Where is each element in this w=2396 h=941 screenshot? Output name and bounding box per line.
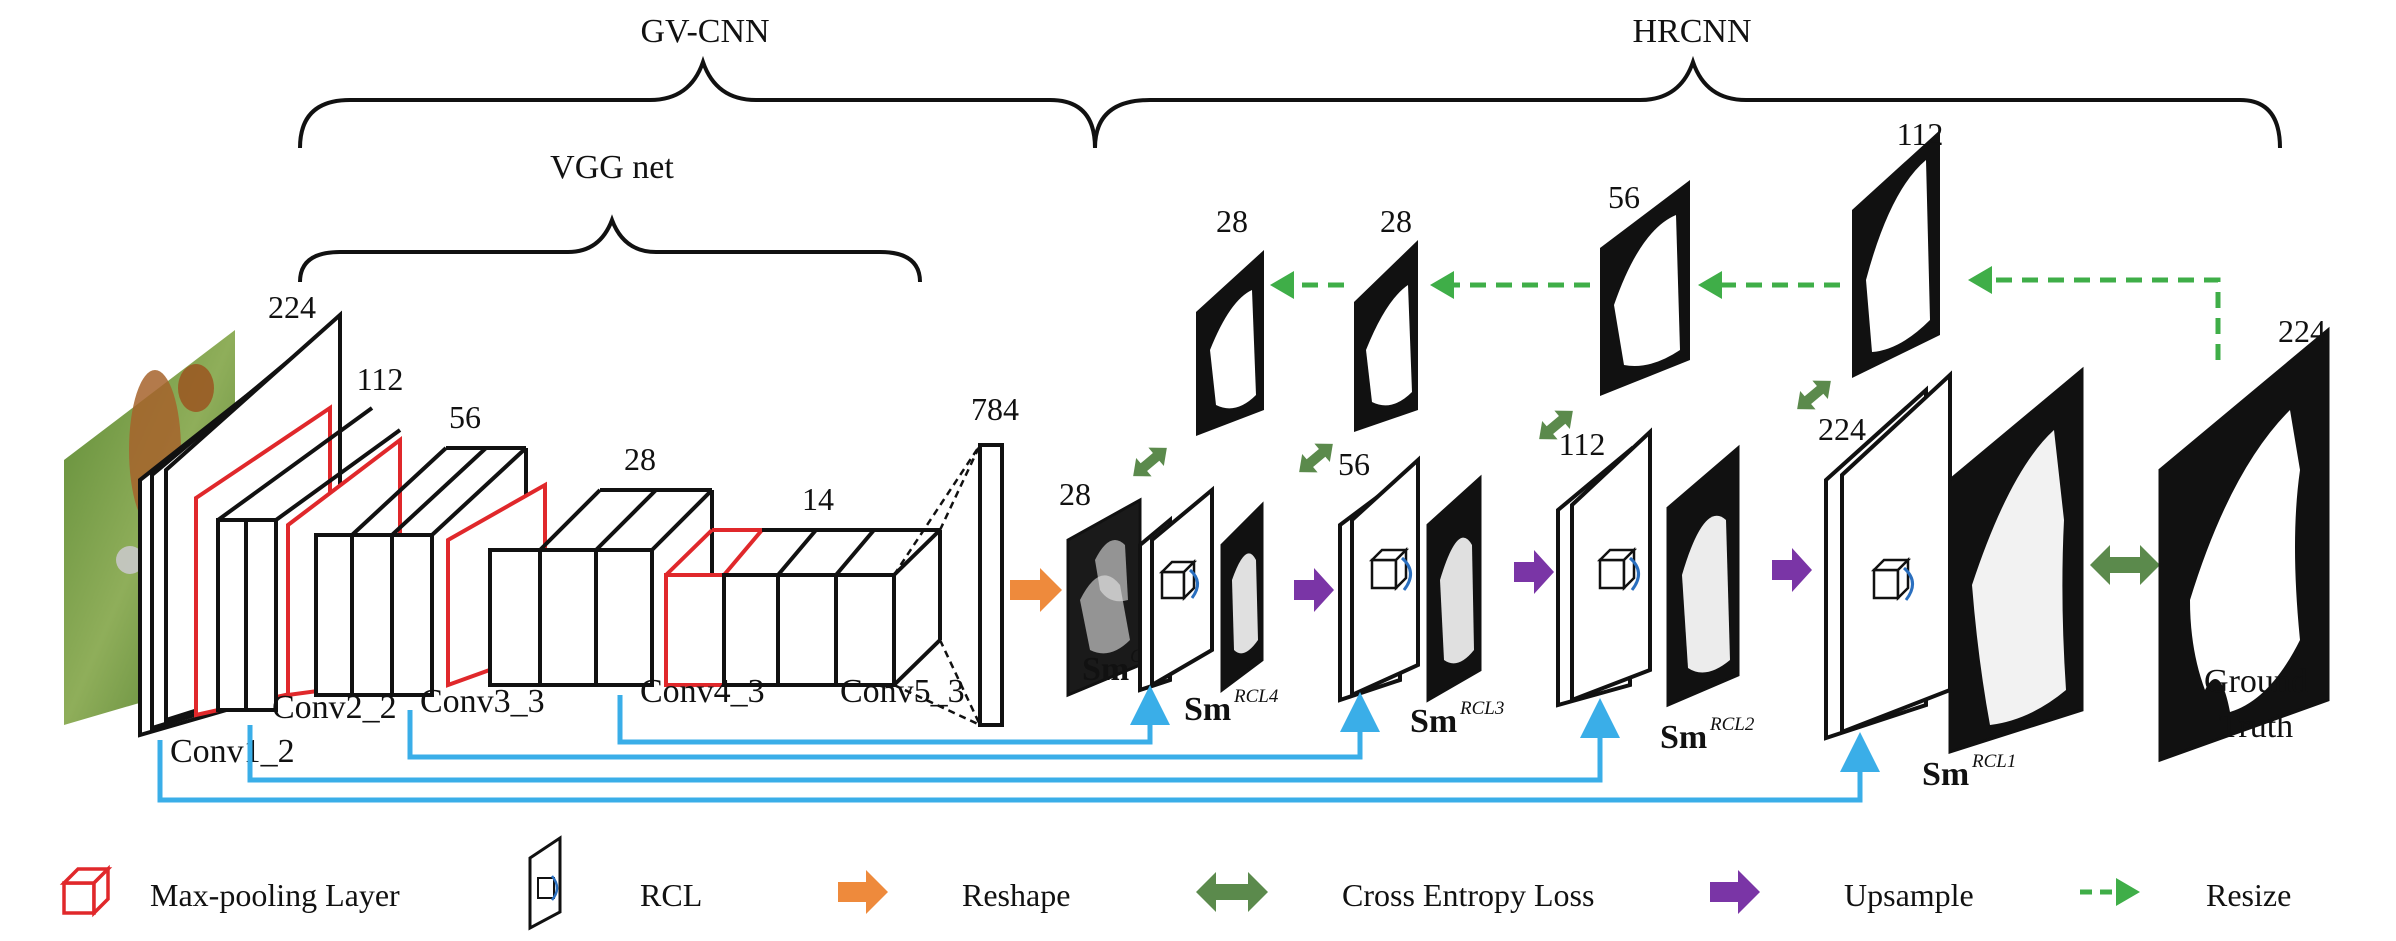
conv2-label: Conv2_2 <box>272 689 397 726</box>
fc-layer: 784 <box>892 391 1019 727</box>
vgg-block-4: 28 <box>446 441 714 688</box>
maxpool-layer-4 <box>664 573 726 687</box>
gt-line2: Truth <box>2219 708 2293 745</box>
legend-rcl-label: RCL <box>640 877 702 913</box>
gt-line1: Ground <box>2204 663 2308 700</box>
upsample-arrow-1 <box>1294 568 1334 612</box>
gt-row-size-1: 28 <box>1216 203 1248 239</box>
gt-row-28a: 28 <box>1196 203 1264 436</box>
legend-maxpool-label: Max-pooling Layer <box>150 877 400 913</box>
size-label-rcl3: 112 <box>1559 426 1606 462</box>
gt-row-size-2: 28 <box>1380 203 1412 239</box>
rcl3-sup: RCL3 <box>1459 698 1504 719</box>
rcl1-sup: RCL1 <box>1971 751 2016 772</box>
legend: Max-pooling Layer RCL Reshape Cross Entr… <box>59 835 2291 931</box>
size-label-112: 112 <box>357 361 404 397</box>
cross-entropy-arrow-gt <box>2090 545 2160 585</box>
vgg-block-5: 14 <box>664 481 942 687</box>
rcl-icon <box>1158 558 1199 602</box>
gt-size-label: 224 <box>2278 313 2326 349</box>
gv-cnn-brace: GV-CNN <box>298 13 1097 149</box>
upsample-arrow-3 <box>1772 548 1812 592</box>
rcl-icon <box>1368 546 1412 592</box>
rcl4-sup: RCL4 <box>1233 686 1279 707</box>
size-label-28: 28 <box>624 441 656 477</box>
rcl-icon <box>1870 556 1914 602</box>
sm-g-stage: 28 Sm G <box>1059 476 1144 698</box>
gv-cnn-label: GV-CNN <box>640 13 769 50</box>
rcl2-sup: RCL2 <box>1709 714 1755 735</box>
hrcnn-label: HRCNN <box>1632 13 1751 50</box>
vgg-block-3: 56 <box>286 399 528 698</box>
size-label-784: 784 <box>971 391 1019 427</box>
conv5-label: Conv5_3 <box>840 673 965 710</box>
conv4-label: Conv4_3 <box>640 673 765 710</box>
rcl-icon <box>1596 546 1640 592</box>
size-label-rcl2: 224 <box>1818 411 1866 447</box>
legend-reshape: Reshape <box>838 870 1070 914</box>
size-label-rcl4: 56 <box>1338 446 1370 482</box>
gt-row-56: 56 <box>1600 179 1690 396</box>
legend-upsample-label: Upsample <box>1844 877 1974 913</box>
hrcnn-brace: HRCNN <box>1093 13 2282 149</box>
upsample-arrow-2 <box>1514 550 1554 594</box>
vgg-label: VGG net <box>550 149 674 186</box>
legend-cross-entropy-label: Cross Entropy Loss <box>1342 877 1594 913</box>
legend-upsample: Upsample <box>1710 870 1974 914</box>
rcl4-stage: Sm RCL4 <box>1138 485 1279 728</box>
gt-row-size-4: 112 <box>1897 116 1944 152</box>
vgg-brace: VGG net <box>298 149 922 283</box>
sm-g-base: Sm <box>1082 651 1129 688</box>
vgg-block-2: 112 <box>216 361 404 712</box>
size-label-14: 14 <box>802 481 834 517</box>
legend-resize-label: Resize <box>2206 877 2291 913</box>
gt-row-size-3: 56 <box>1608 179 1640 215</box>
size-label-224: 224 <box>268 289 316 325</box>
rcl1-stage: 224 Sm RCL1 <box>1818 366 2084 793</box>
ground-truth: 224 Ground Truth <box>2158 313 2330 763</box>
legend-reshape-label: Reshape <box>962 877 1070 913</box>
legend-rcl: RCL <box>528 835 702 931</box>
rcl1-base: Sm <box>1922 756 1969 793</box>
gt-row-112: 112 <box>1852 116 1943 378</box>
conv3-label: Conv3_3 <box>420 683 545 720</box>
rcl3-base: Sm <box>1410 703 1457 740</box>
legend-cross-entropy: Cross Entropy Loss <box>1196 872 1594 913</box>
size-label-56: 56 <box>449 399 481 435</box>
rcl2-base: Sm <box>1660 719 1707 756</box>
rcl3-stage: 56 Sm RCL3 <box>1338 446 1504 740</box>
reshape-arrow <box>1010 568 1062 612</box>
cross-entropy-arrows <box>1133 380 1831 477</box>
gt-row-28b: 28 <box>1354 203 1418 432</box>
resize-arrows <box>1270 266 2221 360</box>
skip-connections <box>157 685 1880 803</box>
legend-resize: Resize <box>2080 877 2291 913</box>
rcl2-stage: 112 Sm RCL2 <box>1556 426 1755 756</box>
conv1-label: Conv1_2 <box>170 733 295 770</box>
size-label-smg: 28 <box>1059 476 1091 512</box>
legend-maxpool: Max-pooling Layer <box>59 864 400 918</box>
rcl4-base: Sm <box>1184 691 1231 728</box>
